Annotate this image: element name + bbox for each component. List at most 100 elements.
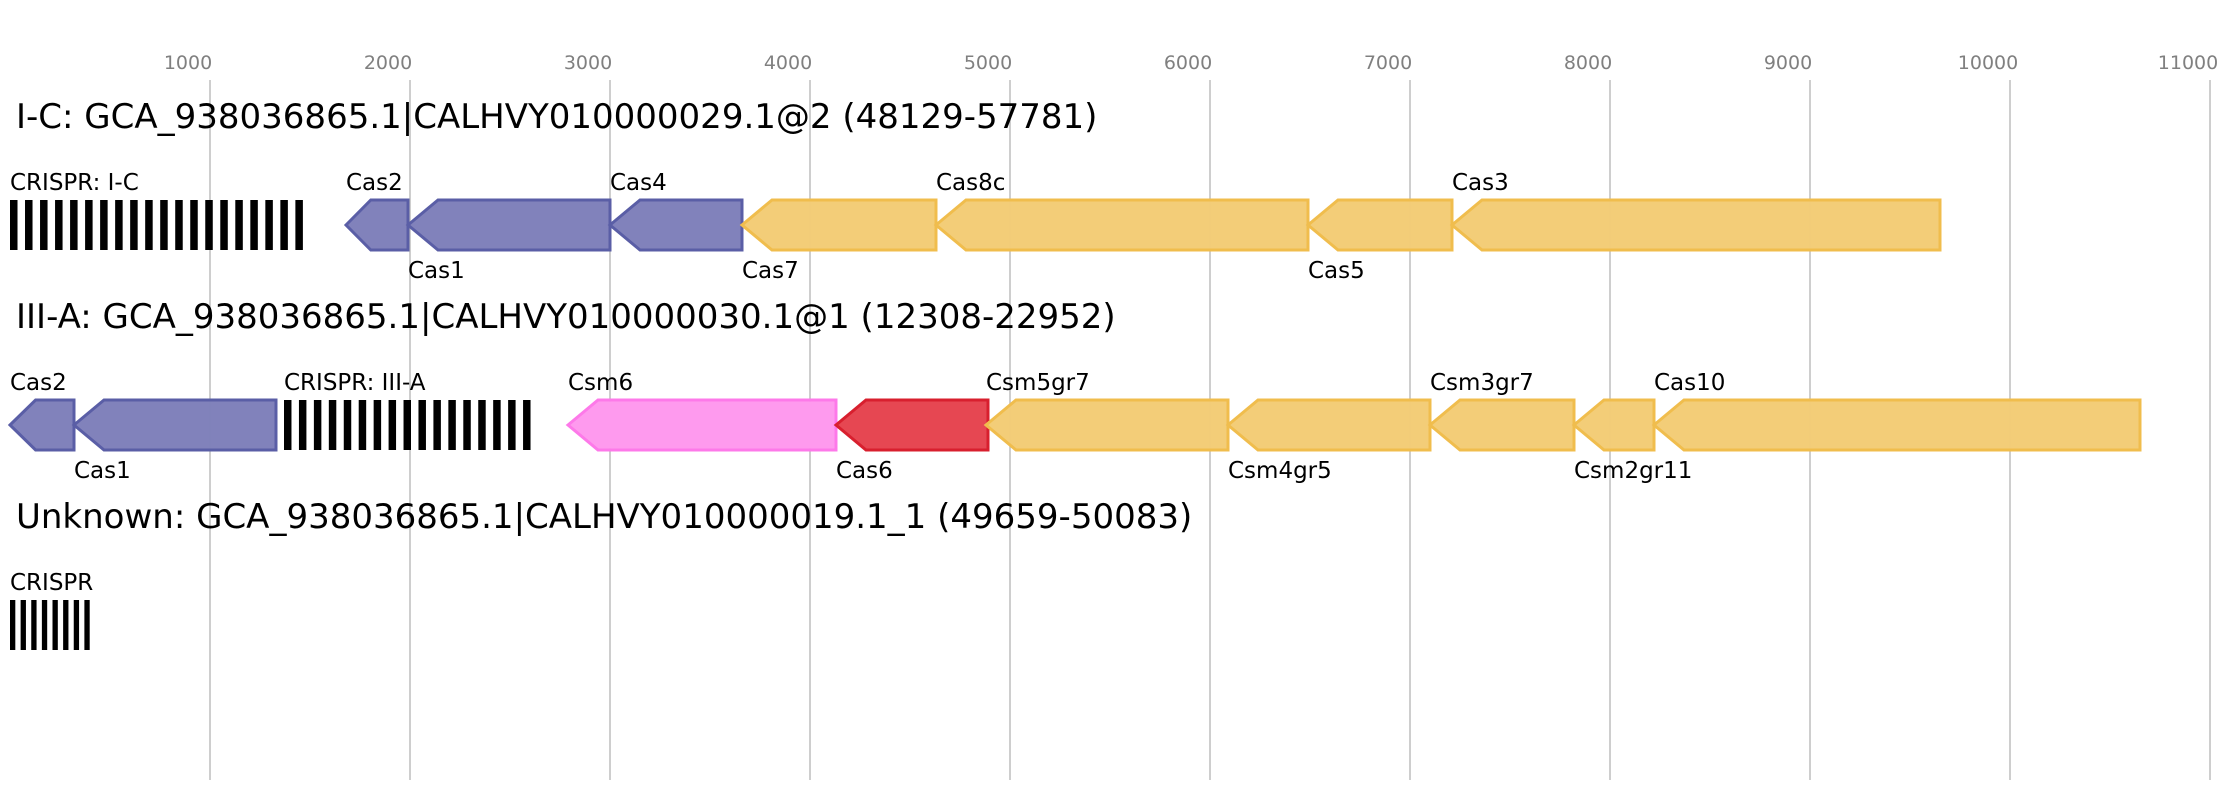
track-title: III-A: GCA_938036865.1|CALHVY010000030.1… — [16, 297, 1116, 337]
track-title: I-C: GCA_938036865.1|CALHVY010000029.1@2… — [16, 97, 1097, 137]
crispr-repeat — [130, 200, 138, 250]
crispr-repeat — [328, 400, 337, 450]
crispr-label: CRISPR: I-C — [10, 170, 139, 196]
gene-label: Cas8c — [936, 170, 1005, 196]
crispr-repeat — [284, 400, 292, 450]
gene-arrow-csm2gr11[interactable] — [1571, 398, 1656, 452]
crispr-repeat — [523, 400, 531, 450]
crispr-repeat — [70, 200, 78, 250]
tick-label: 6000 — [1164, 52, 1212, 74]
crispr-repeat — [41, 600, 48, 650]
crispr-repeat — [84, 600, 90, 650]
crispr-repeat — [448, 400, 456, 450]
track-title: Unknown: GCA_938036865.1|CALHVY010000019… — [16, 497, 1192, 537]
crispr-repeat — [250, 200, 258, 250]
crispr-array — [284, 400, 531, 450]
gene-arrow-csm6[interactable] — [565, 398, 838, 452]
tick-label: 9000 — [1764, 52, 1812, 74]
crispr-repeat — [175, 200, 183, 250]
tick-label: 7000 — [1364, 52, 1412, 74]
gene-label: Csm2gr11 — [1574, 458, 1692, 484]
locus-track: Unknown: GCA_938036865.1|CALHVY010000019… — [10, 497, 1192, 650]
tick-label: 5000 — [964, 52, 1012, 74]
crispr-repeat — [73, 600, 80, 650]
crispr-repeat — [265, 200, 273, 250]
crispr-repeat — [295, 200, 303, 250]
crispr-repeat — [63, 600, 69, 650]
gene-arrow-cas2[interactable] — [343, 198, 410, 252]
gene-label: Cas10 — [1654, 370, 1725, 396]
crispr-repeat — [145, 200, 153, 250]
gene-label: Cas1 — [408, 258, 465, 284]
crispr-array — [10, 600, 90, 650]
gene-arrow-cas8c[interactable] — [933, 198, 1310, 252]
gene-arrow-cas3[interactable] — [1449, 198, 1942, 252]
tick-label: 1000 — [164, 52, 212, 74]
gene-label: Cas5 — [1308, 258, 1365, 284]
gene-arrow-cas4[interactable] — [607, 198, 744, 252]
tick-label: 4000 — [764, 52, 812, 74]
crispr-repeat — [10, 200, 18, 250]
crispr-repeat — [433, 400, 441, 450]
gene-label: Csm5gr7 — [986, 370, 1090, 396]
gene-arrow-cas7[interactable] — [739, 198, 938, 252]
crispr-repeat — [235, 200, 243, 250]
gene-arrow-cas5[interactable] — [1305, 198, 1454, 252]
crispr-repeat — [373, 400, 382, 450]
gene-arrow-cas1[interactable] — [405, 198, 612, 252]
gene-label: Cas1 — [74, 458, 131, 484]
crispr-repeat — [52, 600, 58, 650]
crispr-repeat — [220, 200, 228, 250]
crispr-repeat — [205, 200, 213, 250]
crispr-repeat — [343, 400, 352, 450]
crispr-repeat — [10, 600, 16, 650]
crispr-repeat — [463, 400, 471, 450]
crispr-repeat — [115, 200, 123, 250]
gene-arrow-cas2[interactable] — [7, 398, 76, 452]
crispr-repeat — [55, 200, 63, 250]
locus-track: I-C: GCA_938036865.1|CALHVY010000029.1@2… — [10, 97, 1942, 284]
gene-arrow-csm3gr7[interactable] — [1427, 398, 1576, 452]
gene-arrow-cas10[interactable] — [1651, 398, 2142, 452]
crispr-repeat — [40, 200, 48, 250]
gene-label: Cas7 — [742, 258, 799, 284]
crispr-repeat — [403, 400, 411, 450]
crispr-repeat — [25, 200, 33, 250]
gene-label: Cas4 — [610, 170, 667, 196]
tick-label: 10000 — [1958, 52, 2018, 74]
tick-label: 8000 — [1564, 52, 1612, 74]
crispr-repeat — [508, 400, 516, 450]
gene-arrow-cas1[interactable] — [71, 398, 278, 452]
locus-track: III-A: GCA_938036865.1|CALHVY010000030.1… — [7, 297, 2142, 484]
gene-arrow-cas6[interactable] — [833, 398, 990, 452]
crispr-repeat — [478, 400, 486, 450]
crispr-label: CRISPR — [10, 570, 93, 596]
gene-label: Cas3 — [1452, 170, 1509, 196]
gene-arrow-csm5gr7[interactable] — [983, 398, 1230, 452]
gene-label: Csm4gr5 — [1228, 458, 1332, 484]
crispr-array — [10, 200, 303, 250]
crispr-repeat — [493, 400, 501, 450]
gene-label: Csm3gr7 — [1430, 370, 1534, 396]
crispr-repeat — [280, 200, 288, 250]
crispr-repeat — [160, 200, 168, 250]
crispr-repeat — [388, 400, 397, 450]
crispr-repeat — [298, 400, 307, 450]
gene-label: Cas2 — [10, 370, 67, 396]
gene-label: Cas6 — [836, 458, 893, 484]
crispr-repeat — [418, 400, 426, 450]
gene-label: Cas2 — [346, 170, 403, 196]
crispr-repeat — [85, 200, 93, 250]
gene-label: Csm6 — [568, 370, 633, 396]
locus-tracks: I-C: GCA_938036865.1|CALHVY010000029.1@2… — [7, 97, 2142, 650]
gene-arrow-csm4gr5[interactable] — [1225, 398, 1432, 452]
crispr-repeat — [31, 600, 37, 650]
crispr-repeat — [313, 400, 322, 450]
tick-label: 3000 — [564, 52, 612, 74]
tick-label: 11000 — [2158, 52, 2218, 74]
crispr-repeat — [100, 200, 108, 250]
crispr-repeat — [190, 200, 198, 250]
crispr-label: CRISPR: III-A — [284, 370, 426, 396]
crispr-repeat — [358, 400, 367, 450]
